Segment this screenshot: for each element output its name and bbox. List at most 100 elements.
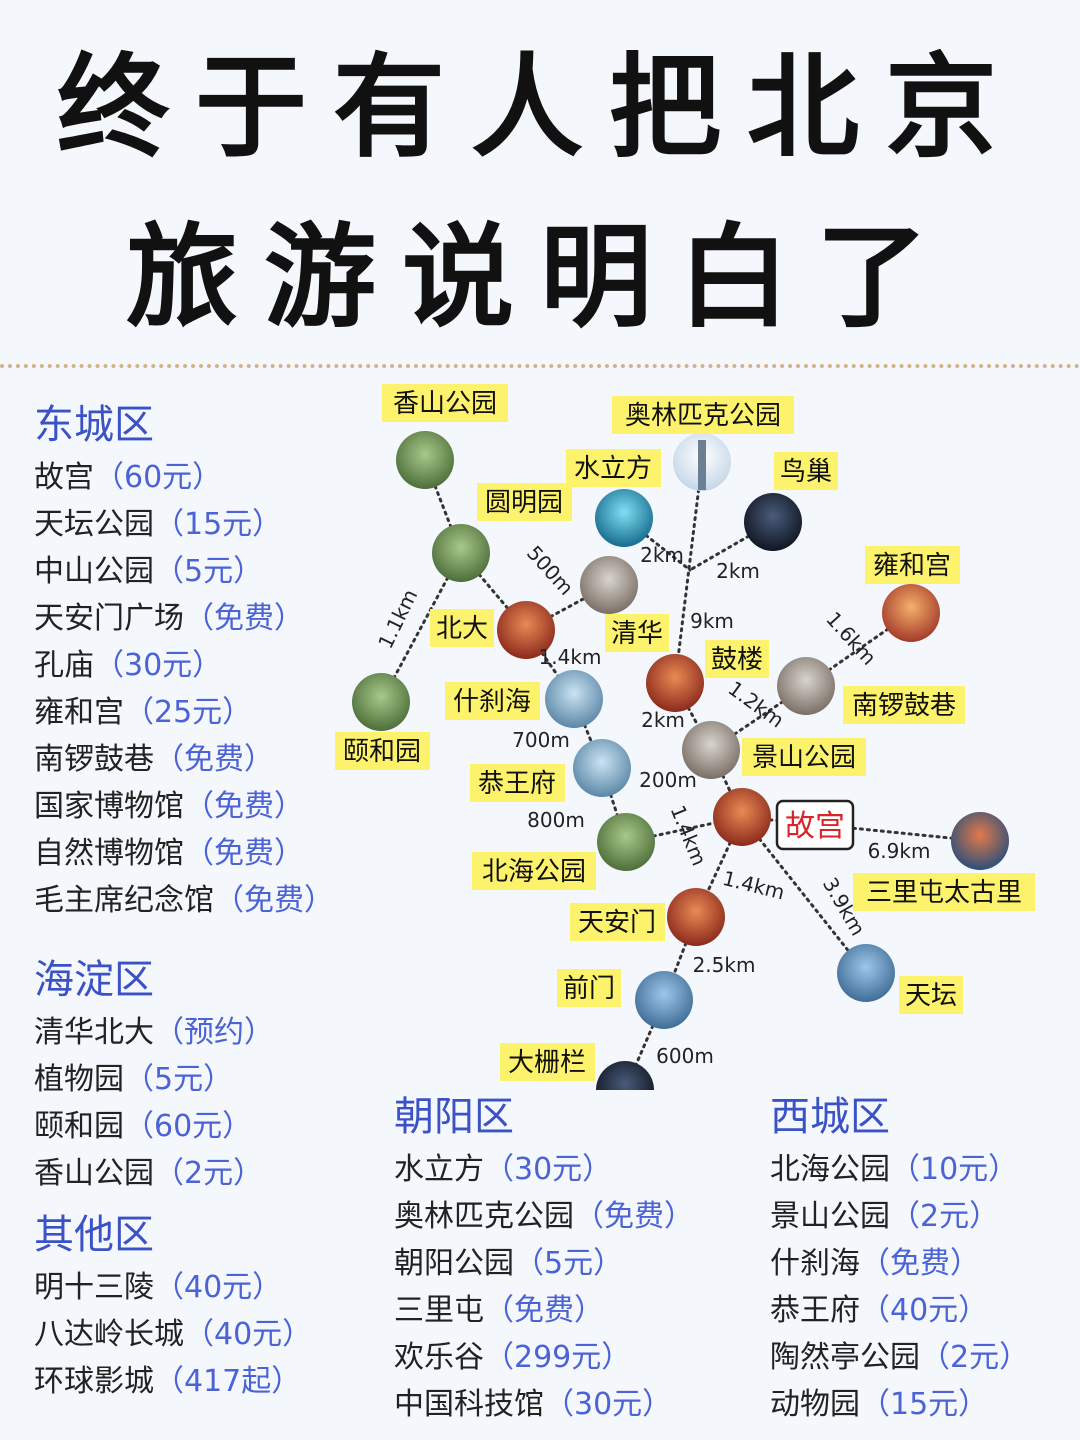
route-map: 香山公园 奥林匹克公园 水立方 鸟巢 圆明园 雍和宫 北大 清华 鼓楼 南锣鼓巷… — [335, 384, 1035, 1090]
attraction-name: 动物园 — [770, 1387, 860, 1422]
label-shichahai: 什刹海 — [445, 682, 540, 720]
attraction-price: （2元） — [154, 1156, 264, 1191]
label-gulou: 鼓楼 — [705, 640, 769, 678]
attraction-item: 朝阳公园（5元） — [394, 1240, 694, 1287]
photo-yuanmingyuan — [432, 524, 490, 582]
label-aolinpike: 奥林匹克公园 — [612, 396, 794, 434]
attraction-item: 恭王府（40元） — [770, 1287, 1029, 1334]
label-jingshan: 景山公园 — [742, 738, 866, 776]
distance-label: 2km — [640, 543, 684, 567]
attraction-name: 恭王府 — [770, 1293, 860, 1328]
district-other: 其他区 明十三陵（40元）八达岭长城（40元）环球影城（417起） — [34, 1212, 312, 1405]
distance-label: 1.4km — [539, 645, 602, 669]
attraction-name: 雍和宫 — [34, 695, 124, 730]
attraction-name: 朝阳公园 — [394, 1246, 514, 1281]
attraction-item: 故宫（60元） — [34, 454, 334, 501]
attraction-name: 欢乐谷 — [394, 1340, 484, 1375]
dotted-divider — [0, 364, 1080, 368]
attraction-name: 什刹海 — [770, 1246, 860, 1281]
svg-text:北大: 北大 — [436, 614, 488, 644]
attraction-price: （60元） — [94, 460, 223, 495]
attraction-price: （40元） — [860, 1293, 989, 1328]
label-tiantan: 天坛 — [899, 976, 963, 1014]
attraction-item: 景山公园（2元） — [770, 1193, 1029, 1240]
attraction-name: 香山公园 — [34, 1156, 154, 1191]
photo-sanlitun — [951, 812, 1009, 870]
attraction-name: 陶然亭公园 — [770, 1340, 920, 1375]
label-gugong: 故宫 — [775, 799, 855, 851]
distance-label: 2.5km — [693, 953, 756, 977]
photo-niaochao — [744, 493, 802, 551]
attraction-name: 自然博物馆 — [34, 836, 184, 871]
photo-gongwangfu — [573, 739, 631, 797]
label-beida: 北大 — [430, 609, 494, 647]
attraction-item: 陶然亭公园（2元） — [770, 1334, 1029, 1381]
svg-text:颐和园: 颐和园 — [343, 737, 421, 767]
attraction-price: （30元） — [94, 648, 223, 683]
attraction-price: （40元） — [154, 1270, 283, 1305]
attraction-price: （免费） — [214, 883, 334, 918]
distance-label: 1.6km — [821, 607, 881, 670]
photo-shichahai — [545, 670, 603, 728]
attraction-item: 孔庙（30元） — [34, 642, 334, 689]
photo-tiananmen — [667, 888, 725, 946]
svg-text:故宫: 故宫 — [785, 809, 845, 844]
label-yonghegong: 雍和宫 — [865, 546, 960, 584]
attraction-item: 明十三陵（40元） — [34, 1264, 312, 1311]
attraction-name: 奥林匹克公园 — [394, 1199, 574, 1234]
title-line-2: 旅游说明白了 — [126, 213, 954, 343]
attraction-price: （免费） — [154, 742, 274, 777]
label-yiheyuan: 颐和园 — [335, 732, 430, 770]
distance-label: 2km — [716, 559, 760, 583]
attraction-price: （10元） — [890, 1152, 1019, 1187]
attraction-price: （5元） — [124, 1062, 234, 1097]
district-haidian: 海淀区 清华北大（预约）植物园（5元）颐和园（60元）香山公园（2元） — [34, 957, 274, 1197]
attraction-item: 八达岭长城（40元） — [34, 1311, 312, 1358]
distance-label: 600m — [656, 1044, 714, 1068]
svg-text:雍和宫: 雍和宫 — [873, 551, 951, 581]
photo-qianmen — [635, 971, 693, 1029]
attraction-price: （30元） — [484, 1152, 613, 1187]
attraction-item: 国家博物馆（免费） — [34, 783, 334, 830]
place-photos — [352, 431, 1009, 1090]
attraction-item: 水立方（30元） — [394, 1146, 694, 1193]
district-dongcheng: 东城区 故宫（60元）天坛公园（15元）中山公园（5元）天安门广场（免费）孔庙（… — [34, 402, 334, 924]
attraction-price: （免费） — [484, 1293, 604, 1328]
attraction-list: 水立方（30元）奥林匹克公园（免费）朝阳公园（5元）三里屯（免费）欢乐谷（299… — [394, 1146, 694, 1428]
attraction-item: 清华北大（预约） — [34, 1009, 274, 1056]
attraction-name: 颐和园 — [34, 1109, 124, 1144]
distance-label: 500m — [522, 541, 578, 600]
label-qinghua: 清华 — [605, 614, 669, 652]
attraction-item: 中山公园（5元） — [34, 548, 334, 595]
svg-text:奥林匹克公园: 奥林匹克公园 — [625, 401, 781, 431]
district-heading: 朝阳区 — [394, 1094, 514, 1140]
photo-tiantan — [837, 944, 895, 1002]
svg-text:什刹海: 什刹海 — [453, 687, 531, 717]
photo-yonghegong — [882, 584, 940, 642]
attraction-name: 天坛公园 — [34, 507, 154, 542]
attraction-item: 雍和宫（25元） — [34, 689, 334, 736]
attraction-name: 明十三陵 — [34, 1270, 154, 1305]
svg-text:天坛: 天坛 — [905, 981, 957, 1011]
distance-label: 2km — [641, 708, 685, 732]
attraction-price: （预约） — [154, 1015, 274, 1050]
label-niaochao: 鸟巢 — [774, 452, 838, 490]
attraction-item: 中国科技馆（30元） — [394, 1381, 694, 1428]
district-heading: 其他区 — [34, 1212, 154, 1258]
svg-text:水立方: 水立方 — [574, 454, 652, 484]
attraction-item: 香山公园（2元） — [34, 1150, 274, 1197]
photo-olympic-tower-mark — [698, 440, 706, 490]
svg-text:前门: 前门 — [563, 974, 615, 1004]
attraction-price: （免费） — [184, 836, 304, 871]
photo-gugong — [713, 788, 771, 846]
district-xicheng: 西城区 北海公园（10元）景山公园（2元）什刹海（免费）恭王府（40元）陶然亭公… — [770, 1094, 1029, 1428]
photo-xiangshan — [396, 431, 454, 489]
district-heading: 西城区 — [770, 1094, 890, 1140]
route-line — [740, 815, 982, 843]
svg-text:圆明园: 圆明园 — [485, 488, 563, 518]
attraction-name: 水立方 — [394, 1152, 484, 1187]
attraction-price: （25元） — [124, 695, 253, 730]
attraction-item: 环球影城（417起） — [34, 1358, 312, 1405]
distance-label: 1.4km — [720, 866, 787, 904]
svg-text:大栅栏: 大栅栏 — [508, 1048, 586, 1078]
